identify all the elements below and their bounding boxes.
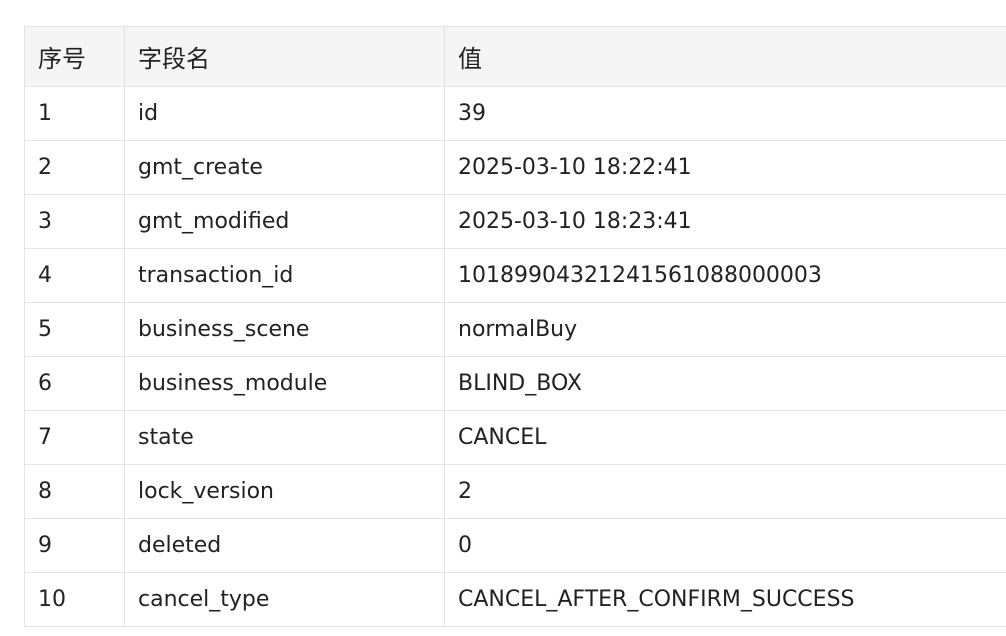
table-row: 6 business_module BLIND_BOX [24, 356, 1006, 411]
row-value: 2 [444, 464, 1006, 519]
table-row: 5 business_scene normalBuy [24, 302, 1006, 357]
table-row: 2 gmt_create 2025-03-10 18:22:41 [24, 140, 1006, 195]
table-row: 1 id 39 [24, 86, 1006, 141]
header-field-name: 字段名 [124, 26, 445, 87]
header-row: 序号 字段名 值 [24, 26, 1006, 87]
row-value: 2025-03-10 18:22:41 [444, 140, 1006, 195]
row-value: 39 [444, 86, 1006, 141]
row-index: 5 [24, 302, 125, 357]
row-index: 10 [24, 572, 125, 627]
header-index: 序号 [24, 26, 125, 87]
row-value: CANCEL [444, 410, 1006, 465]
row-index: 3 [24, 194, 125, 249]
table-row: 8 lock_version 2 [24, 464, 1006, 519]
header-value: 值 [444, 26, 1006, 87]
row-index: 6 [24, 356, 125, 411]
row-index: 1 [24, 86, 125, 141]
row-index: 8 [24, 464, 125, 519]
row-index: 4 [24, 248, 125, 303]
table-row: 9 deleted 0 [24, 518, 1006, 573]
row-field-name: state [124, 410, 445, 465]
row-value: CANCEL_AFTER_CONFIRM_SUCCESS [444, 572, 1006, 627]
row-field-name: transaction_id [124, 248, 445, 303]
row-field-name: business_scene [124, 302, 445, 357]
row-field-name: deleted [124, 518, 445, 573]
row-value: normalBuy [444, 302, 1006, 357]
row-index: 2 [24, 140, 125, 195]
row-index: 9 [24, 518, 125, 573]
row-value: BLIND_BOX [444, 356, 1006, 411]
row-value: 2025-03-10 18:23:41 [444, 194, 1006, 249]
table-body: 1 id 39 2 gmt_create 2025-03-10 18:22:41… [24, 86, 1006, 627]
data-table-container: 序号 字段名 值 1 id 39 2 gmt_create 2025-03-10… [24, 26, 1006, 627]
row-field-name: gmt_create [124, 140, 445, 195]
row-field-name: business_module [124, 356, 445, 411]
field-value-table: 序号 字段名 值 1 id 39 2 gmt_create 2025-03-10… [24, 26, 1006, 627]
row-index: 7 [24, 410, 125, 465]
row-field-name: gmt_modified [124, 194, 445, 249]
table-header: 序号 字段名 值 [24, 26, 1006, 87]
table-row: 7 state CANCEL [24, 410, 1006, 465]
row-field-name: id [124, 86, 445, 141]
table-row: 10 cancel_type CANCEL_AFTER_CONFIRM_SUCC… [24, 572, 1006, 627]
row-field-name: cancel_type [124, 572, 445, 627]
row-value: 0 [444, 518, 1006, 573]
table-row: 4 transaction_id 10189904321241561088000… [24, 248, 1006, 303]
row-value: 10189904321241561088000003 [444, 248, 1006, 303]
table-row: 3 gmt_modified 2025-03-10 18:23:41 [24, 194, 1006, 249]
row-field-name: lock_version [124, 464, 445, 519]
